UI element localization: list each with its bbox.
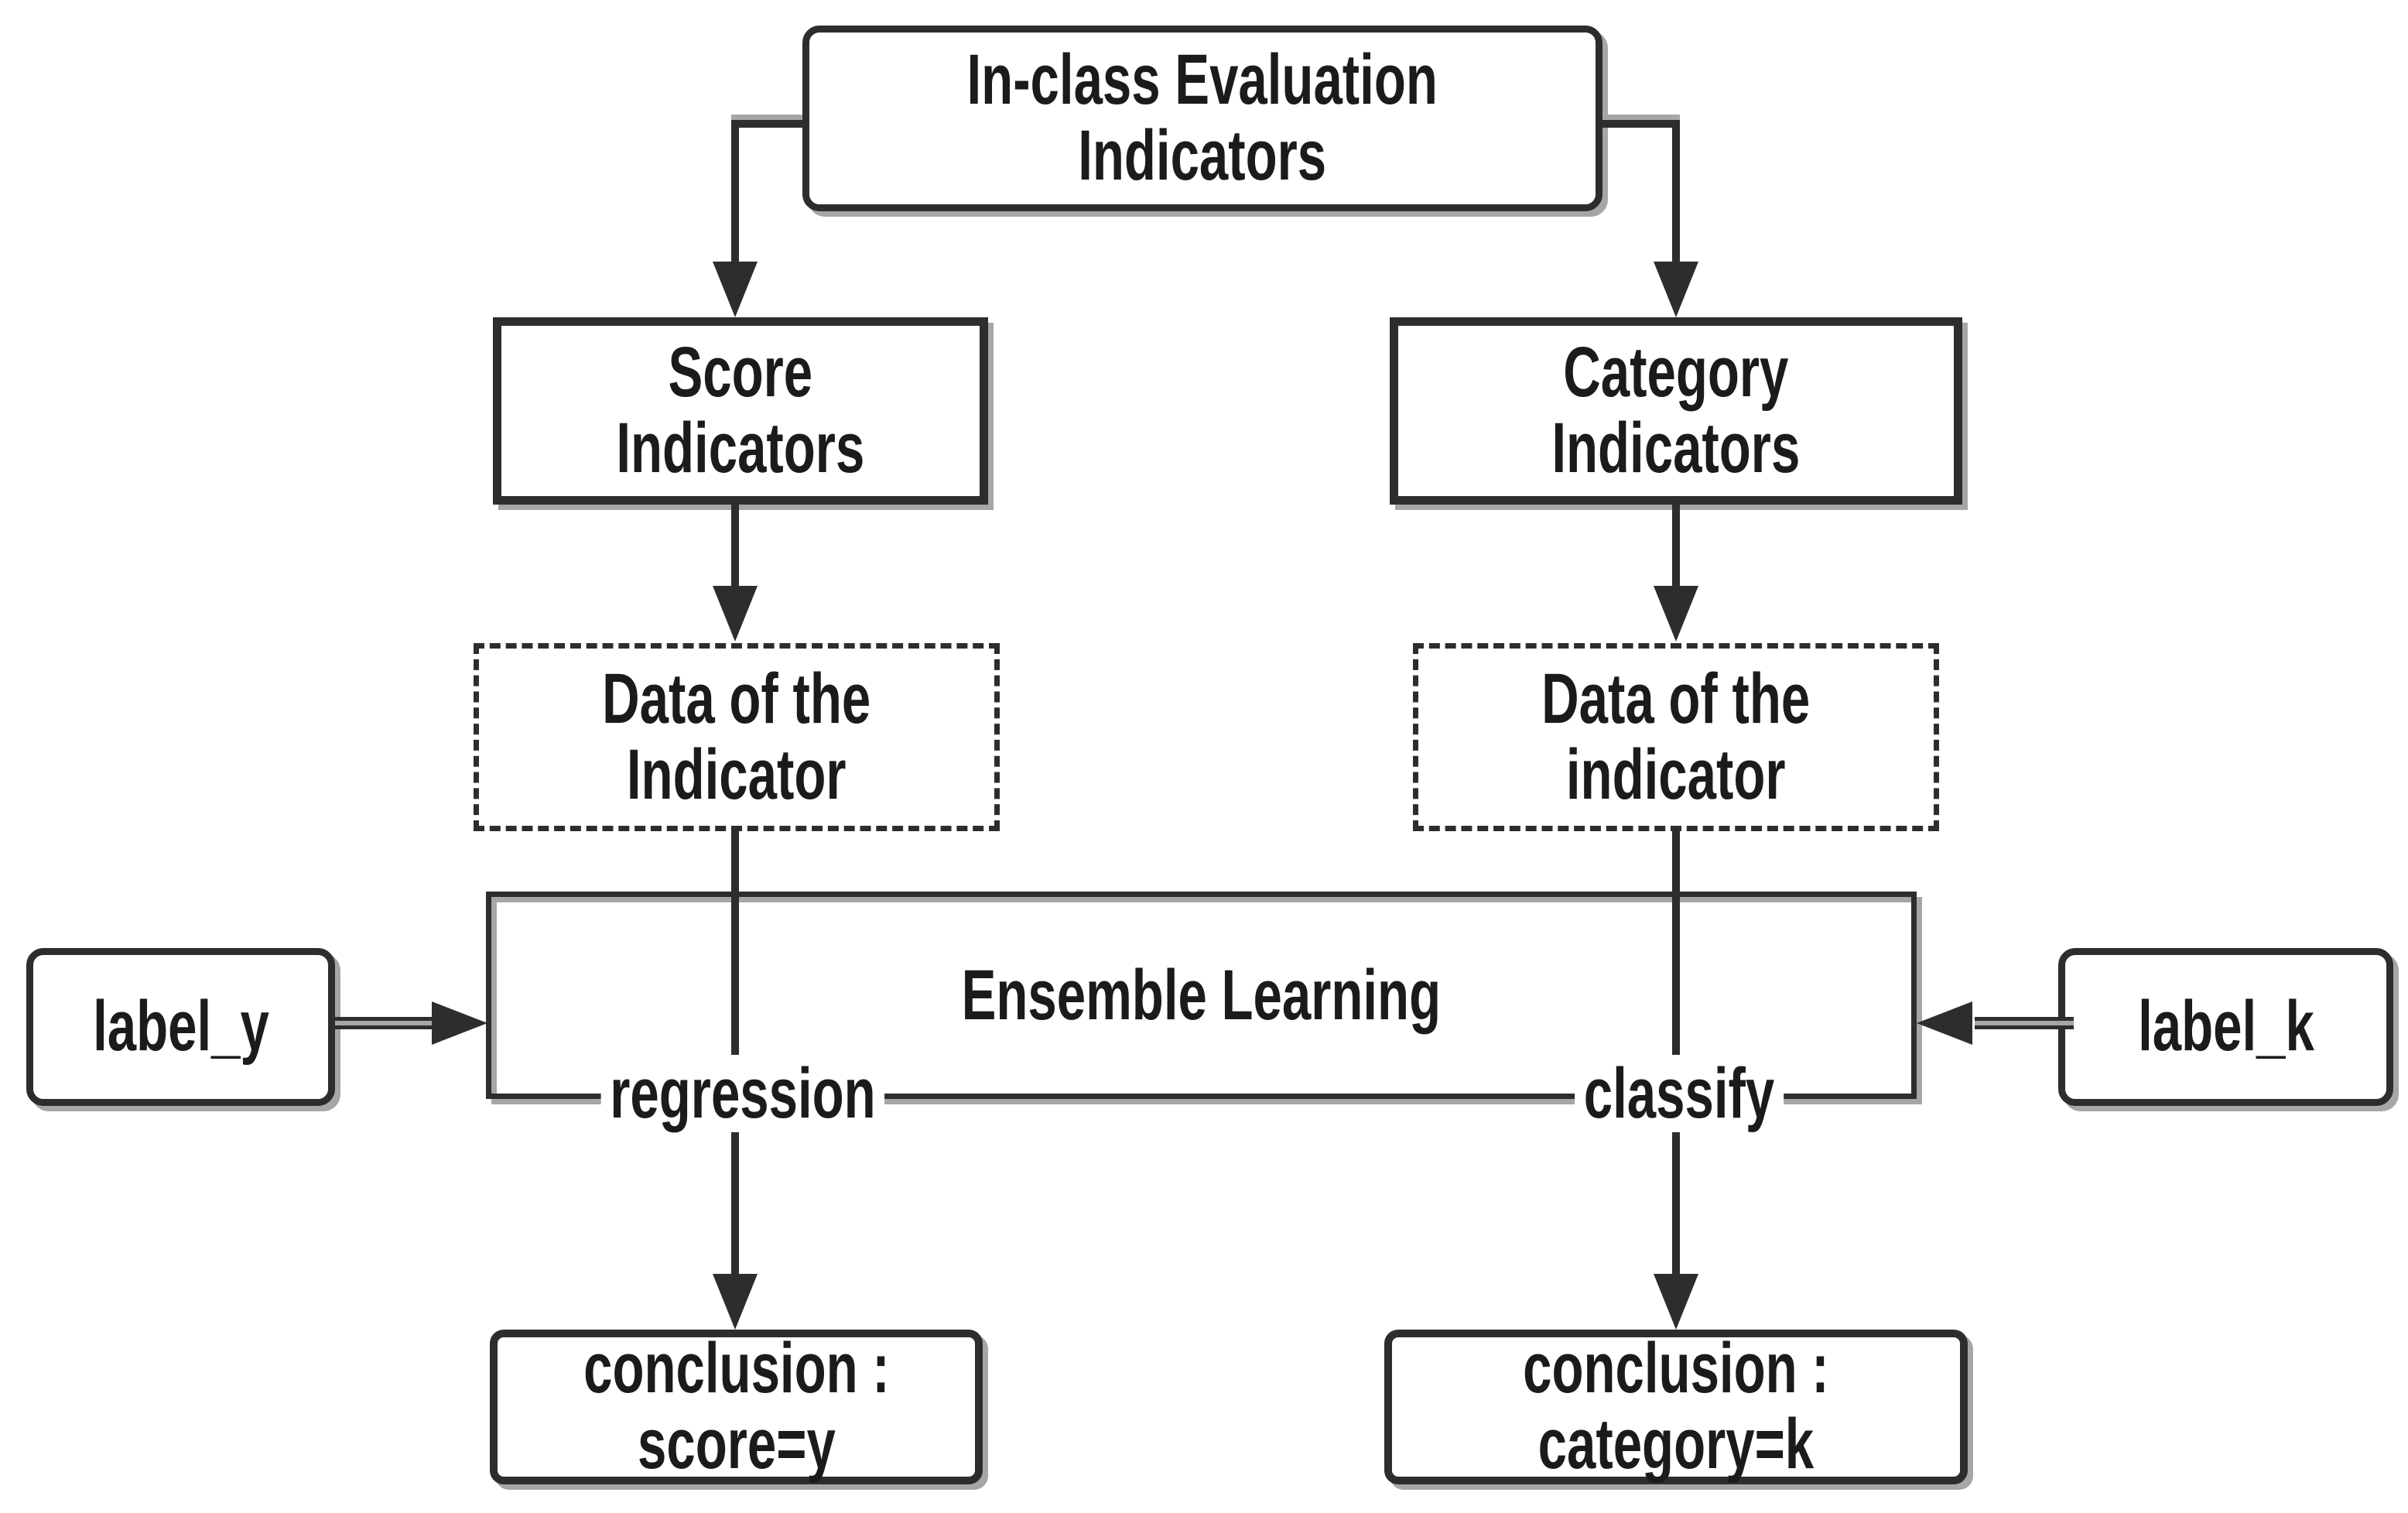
node-score-data-label: Data of the Indicator xyxy=(602,659,871,814)
ensemble-learning-box-shadow xyxy=(491,897,1922,1104)
arrowhead-to-conclusion-category xyxy=(1654,1274,1698,1330)
edge-root-to-category-horizontal xyxy=(1602,120,1680,128)
edge-label-regression-text: regression xyxy=(600,1055,885,1132)
edge-score-to-data-vertical xyxy=(731,505,739,587)
edge-label-k-shaft xyxy=(1975,1017,2074,1029)
edge-label-classify: classify xyxy=(1536,1055,1822,1132)
edge-data-to-conclusion-category-vertical xyxy=(1672,831,1680,1277)
node-in-class-evaluation-indicators-label: In-class Evaluation Indicators xyxy=(966,40,1438,195)
edge-data-to-conclusion-score-vertical xyxy=(731,831,739,1277)
node-conclusion-score-label: conclusion : score=y xyxy=(583,1329,890,1484)
node-conclusion-category-label: conclusion : category=k xyxy=(1523,1329,1829,1484)
edge-root-to-score-vertical xyxy=(731,120,739,263)
node-score-indicators: Score Indicators xyxy=(493,317,988,505)
edge-label-y-shaft xyxy=(335,1017,433,1029)
arrowhead-label-k xyxy=(1917,1001,1972,1045)
arrowhead-root-to-category xyxy=(1654,262,1698,317)
node-score-indicators-label: Score Indicators xyxy=(616,333,865,488)
arrowhead-to-conclusion-score xyxy=(713,1274,758,1330)
node-in-class-evaluation-indicators: In-class Evaluation Indicators xyxy=(802,26,1602,211)
arrowhead-label-y xyxy=(432,1001,487,1045)
node-category-indicators: Category Indicators xyxy=(1390,317,1962,505)
arrowhead-root-to-score xyxy=(713,262,758,317)
node-conclusion-category: conclusion : category=k xyxy=(1384,1330,1968,1484)
node-category-data: Data of the indicator xyxy=(1413,643,1939,831)
node-ensemble-learning: Ensemble Learning xyxy=(486,892,1917,1099)
arrowhead-category-to-data xyxy=(1654,586,1698,642)
node-label-y-label: label_y xyxy=(92,987,269,1066)
edge-root-to-score-horizontal xyxy=(731,120,802,128)
arrowhead-score-to-data xyxy=(713,586,758,642)
node-label-k: label_k xyxy=(2058,948,2393,1106)
edge-root-to-category-vertical xyxy=(1672,120,1680,263)
node-category-data-label: Data of the indicator xyxy=(1541,659,1811,814)
edge-label-classify-text: classify xyxy=(1575,1055,1784,1132)
edge-label-regression: regression xyxy=(549,1055,937,1132)
node-ensemble-learning-label: Ensemble Learning xyxy=(961,956,1442,1035)
node-label-y: label_y xyxy=(26,948,335,1106)
node-conclusion-score: conclusion : score=y xyxy=(490,1330,983,1484)
node-score-data: Data of the Indicator xyxy=(474,643,1000,831)
node-category-indicators-label: Category Indicators xyxy=(1551,333,1801,488)
node-label-k-label: label_k xyxy=(2137,987,2314,1066)
edge-category-to-data-vertical xyxy=(1672,505,1680,587)
